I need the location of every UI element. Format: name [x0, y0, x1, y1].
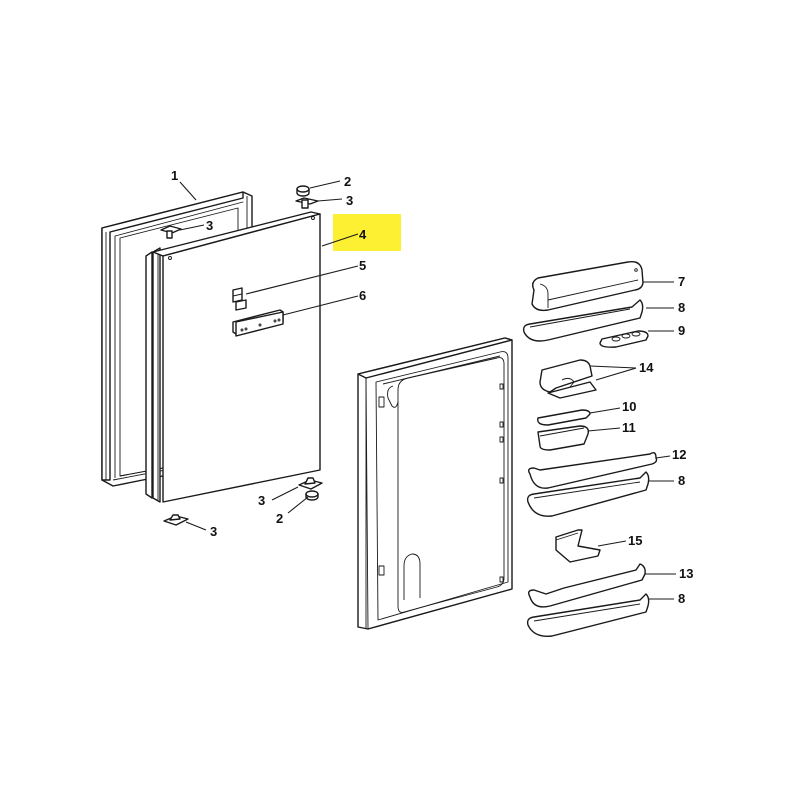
callout-10: 10 — [622, 399, 636, 414]
callout-8-top: 8 — [678, 300, 685, 315]
part-2-bush-bottom[interactable] — [305, 490, 319, 501]
part-3-bracket-bottom-left[interactable] — [163, 514, 189, 526]
callout-3-bottom-left: 3 — [210, 524, 217, 539]
part-3-pin-gasket[interactable] — [160, 225, 182, 239]
callout-4: 4 — [359, 227, 367, 242]
callout-1: 1 — [171, 168, 178, 183]
part-7-dairy-cover[interactable] — [531, 260, 644, 312]
callout-labels: 1 2 3 3 4 5 6 3 2 3 7 8 9 14 10 11 12 8 … — [171, 168, 693, 606]
part-2-bush-top[interactable] — [296, 185, 310, 197]
part-13-shelf-rail[interactable] — [527, 563, 646, 608]
part-15-bottle-stop[interactable] — [555, 529, 601, 563]
callout-3-bottom-right: 3 — [258, 493, 265, 508]
callout-8-bottom: 8 — [678, 591, 685, 606]
part-3-bracket-top[interactable] — [295, 197, 319, 209]
part-8-shelf-top[interactable] — [522, 299, 644, 342]
callout-9: 9 — [678, 323, 685, 338]
callout-2-bottom: 2 — [276, 511, 283, 526]
callout-3-top: 3 — [346, 193, 353, 208]
callout-7: 7 — [678, 274, 685, 289]
callout-14: 14 — [639, 360, 654, 375]
callout-3-gasket: 3 — [206, 218, 213, 233]
part-11-small-box[interactable] — [537, 425, 590, 451]
callout-12: 12 — [672, 447, 686, 462]
part-4-door-panel[interactable] — [145, 211, 321, 503]
part-10-box-lid[interactable] — [537, 409, 591, 426]
callout-2-top: 2 — [344, 174, 351, 189]
callout-11: 11 — [622, 420, 636, 435]
part-5-clip[interactable] — [232, 287, 247, 311]
callout-13: 13 — [679, 566, 693, 581]
part-6-bracket[interactable] — [232, 309, 284, 337]
leader-lines — [179, 180, 676, 600]
callout-6: 6 — [359, 288, 366, 303]
callout-5: 5 — [359, 258, 366, 273]
inner-door-liner[interactable] — [357, 337, 513, 630]
part-8-shelf-middle[interactable] — [526, 471, 650, 517]
part-14-bottle-holder[interactable] — [539, 359, 597, 399]
part-3-bracket-bottom-right[interactable] — [298, 477, 323, 490]
part-9-egg-tray[interactable] — [599, 330, 649, 348]
highlight-box-part-4 — [333, 214, 401, 251]
callout-8-middle: 8 — [678, 473, 685, 488]
callout-15: 15 — [628, 533, 642, 548]
